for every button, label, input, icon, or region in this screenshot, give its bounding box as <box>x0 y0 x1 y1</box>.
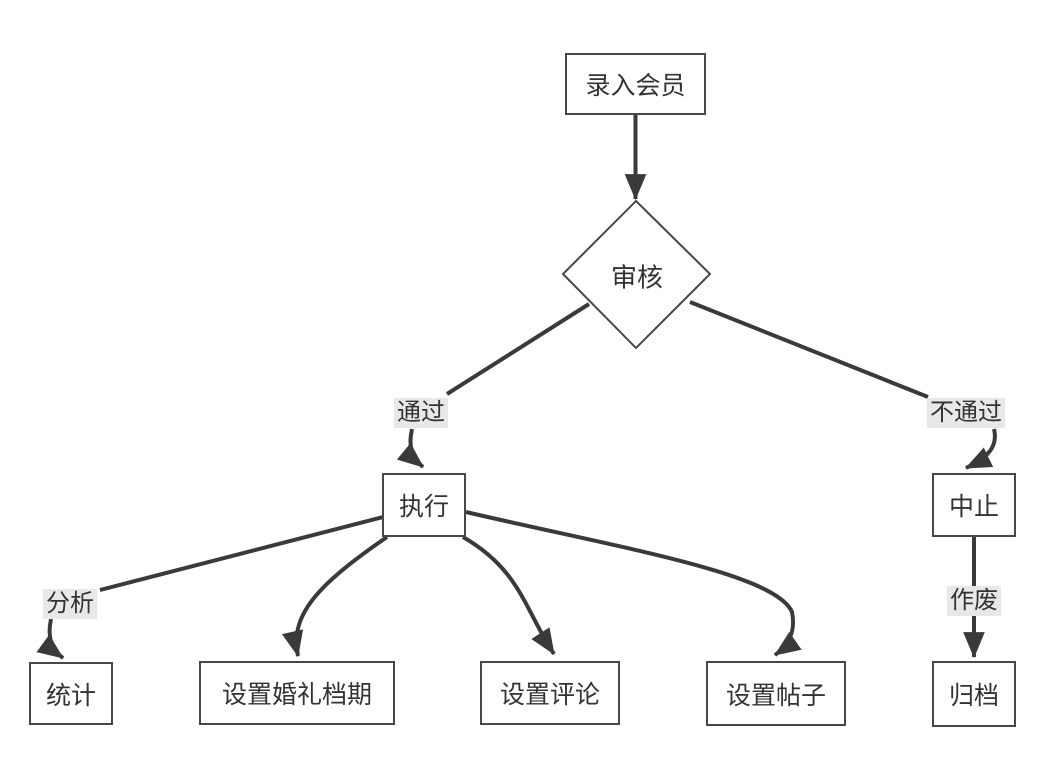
edge-review-pass-segment <box>445 302 591 396</box>
node-abort[interactable]: 中止 <box>932 473 1016 537</box>
node-review-diamond-shape[interactable] <box>561 199 712 350</box>
edge-label-pass[interactable]: 通过 <box>394 398 448 428</box>
edge-pass-execute-segment <box>396 428 425 469</box>
edge-label-fail[interactable]: 不通过 <box>927 398 1005 428</box>
node-set-comments[interactable]: 设置评论 <box>480 661 620 725</box>
edge-execute-posts <box>465 510 802 657</box>
edge-execute-comments <box>461 535 556 656</box>
node-enroll-member[interactable]: 录入会员 <box>565 53 706 115</box>
node-execute[interactable]: 执行 <box>382 473 466 537</box>
edge-execute-analyze-segment <box>99 515 384 592</box>
node-archive[interactable]: 归档 <box>932 661 1016 727</box>
edge-review-fail-segment <box>689 300 929 399</box>
node-set-posts[interactable]: 设置帖子 <box>706 661 846 726</box>
node-set-wedding-schedule[interactable]: 设置婚礼档期 <box>199 661 395 725</box>
edge-label-void[interactable]: 作废 <box>947 586 1001 616</box>
edge-fail-abort-segment <box>965 428 997 470</box>
edge-label-analyze[interactable]: 分析 <box>43 589 97 619</box>
edge-execute-wedding <box>281 535 389 658</box>
node-statistics[interactable]: 统计 <box>29 662 113 725</box>
node-review-label: 审核 <box>610 262 664 293</box>
edge-analyze-stats-segment <box>36 618 65 660</box>
